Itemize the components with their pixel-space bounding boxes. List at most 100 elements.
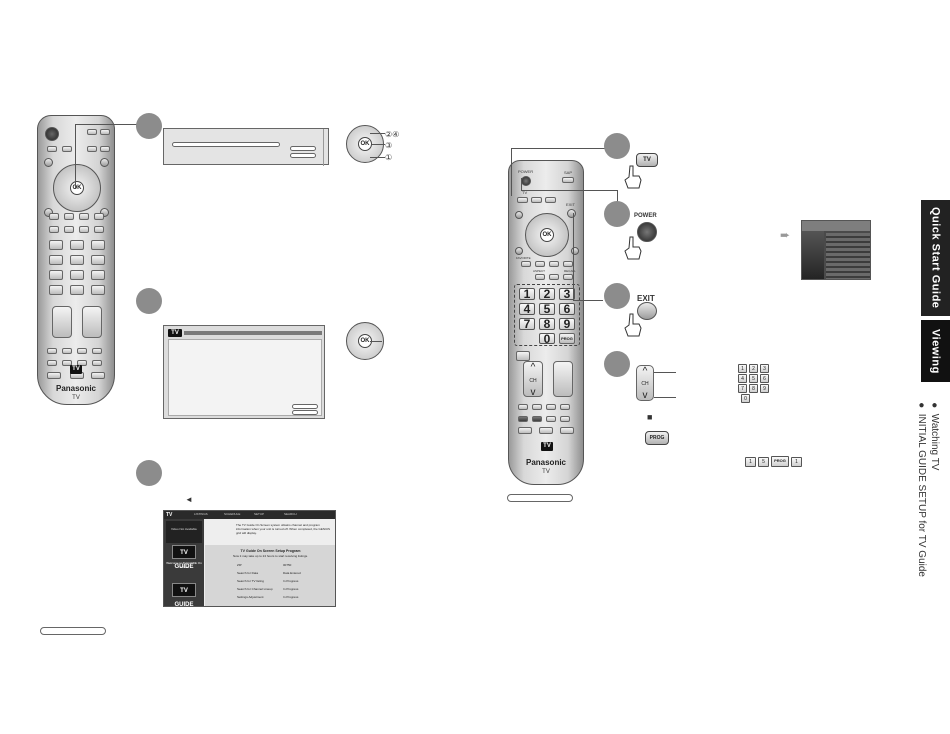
ok-button[interactable]: OK — [70, 181, 84, 195]
sap-button[interactable] — [562, 177, 574, 183]
num-key-2[interactable]: 2 — [539, 288, 555, 300]
num-key-0[interactable] — [70, 285, 84, 295]
num-key-4[interactable]: 4 — [519, 303, 535, 315]
sidebar-bullet-initial-guide-setup: ● INITIAL GUIDE SETUP for TV Guide — [916, 400, 927, 577]
aspect-button[interactable] — [535, 274, 545, 280]
lower-button-7[interactable] — [77, 360, 87, 366]
dpad[interactable] — [53, 164, 101, 212]
corner-button-tr[interactable] — [100, 158, 109, 167]
tv-guide-screen: TV LISTINGS SCHEDULE SETUP SEARCH Video … — [163, 510, 336, 607]
lower-button-6[interactable] — [560, 416, 570, 422]
lower-button-4[interactable] — [92, 348, 102, 354]
tv-logo: TV — [541, 442, 553, 451]
lower-button-1[interactable] — [518, 404, 528, 410]
keypad-side-button[interactable] — [516, 351, 530, 361]
rewind-button[interactable] — [518, 416, 528, 422]
ok-button[interactable]: OK — [540, 228, 554, 242]
num-key-6[interactable]: 6 — [559, 303, 575, 315]
num-key-extra-l[interactable] — [49, 285, 63, 295]
menu-bar — [172, 142, 280, 147]
remote-model: TV — [72, 395, 80, 401]
num-key-4[interactable] — [49, 255, 63, 265]
mid-button-1[interactable] — [49, 213, 59, 220]
mid-button-8[interactable] — [94, 226, 104, 233]
num-key-1[interactable] — [49, 240, 63, 250]
step-circle-3 — [604, 283, 630, 309]
quick-start-guide-tab[interactable]: Quick Start Guide — [921, 200, 950, 316]
volume-rocker[interactable] — [553, 361, 573, 397]
lower-button-7[interactable] — [518, 427, 532, 434]
mid-button-5[interactable] — [49, 226, 59, 233]
lower-button-5[interactable] — [47, 360, 57, 366]
power-button[interactable] — [45, 127, 59, 141]
lower-button-9[interactable] — [47, 372, 61, 379]
lower-button-3[interactable] — [77, 348, 87, 354]
corner-button-bl[interactable] — [44, 208, 53, 217]
corner-button-bl[interactable] — [515, 247, 523, 255]
num-key-8[interactable] — [70, 270, 84, 280]
top-button-4[interactable] — [62, 146, 72, 152]
tv-button[interactable] — [517, 197, 528, 203]
num-key-9[interactable]: 9 — [559, 318, 575, 330]
fav-button-4[interactable] — [563, 261, 573, 267]
num-key-extra-r[interactable] — [91, 285, 105, 295]
keypad-key-5: 5 — [749, 374, 758, 383]
fav-button-1[interactable] — [521, 261, 531, 267]
top-button-6[interactable] — [100, 146, 110, 152]
lower-button-9[interactable] — [560, 427, 574, 434]
lower-button-3[interactable] — [546, 404, 556, 410]
hand-pointer-icon — [624, 165, 642, 189]
input-button[interactable] — [531, 197, 542, 203]
mid-button-4[interactable] — [94, 213, 104, 220]
num-key-8[interactable]: 8 — [539, 318, 555, 330]
fav-button-2[interactable] — [535, 261, 545, 267]
num-key-7[interactable]: 7 — [519, 318, 535, 330]
exit-button[interactable] — [567, 209, 576, 218]
connector-line — [573, 213, 574, 300]
top-button-3[interactable] — [47, 146, 57, 152]
mid-button-7[interactable] — [79, 226, 89, 233]
num-key-7[interactable] — [49, 270, 63, 280]
volume-rocker[interactable] — [52, 306, 72, 338]
lower-button-5[interactable] — [546, 416, 556, 422]
lower-button-1[interactable] — [47, 348, 57, 354]
ffwd-button[interactable] — [532, 416, 542, 422]
corner-button-tl[interactable] — [44, 158, 53, 167]
channel-rocker[interactable] — [82, 306, 102, 338]
lower-button-2[interactable] — [532, 404, 542, 410]
recall-button[interactable] — [563, 274, 573, 280]
lower-button-2[interactable] — [62, 348, 72, 354]
setup-row: Search for Data — [237, 571, 259, 575]
num-key-9[interactable] — [91, 270, 105, 280]
lower-button-11[interactable] — [91, 372, 105, 379]
corner-button-tl[interactable] — [515, 211, 523, 219]
mid-button-3[interactable] — [79, 213, 89, 220]
viewing-tab[interactable]: Viewing — [921, 320, 950, 382]
lower-button-4[interactable] — [560, 404, 570, 410]
num-key-5[interactable]: 5 — [539, 303, 555, 315]
power-button[interactable] — [521, 176, 531, 186]
lower-button-8[interactable] — [539, 427, 553, 434]
num-key-6[interactable] — [91, 255, 105, 265]
mid-button-2[interactable] — [64, 213, 74, 220]
top-button-1[interactable] — [87, 129, 97, 135]
num-key-0[interactable]: 0 — [539, 333, 555, 345]
mid-button[interactable] — [549, 274, 559, 280]
corner-button-br[interactable] — [571, 247, 579, 255]
fav-button-3[interactable] — [549, 261, 559, 267]
corner-button-br[interactable] — [100, 208, 109, 217]
guide-button[interactable] — [545, 197, 556, 203]
num-key-5[interactable] — [70, 255, 84, 265]
screen-button-a — [292, 404, 318, 409]
lower-button-6[interactable] — [62, 360, 72, 366]
num-key-3[interactable] — [91, 240, 105, 250]
prog-button[interactable]: PROG — [559, 333, 575, 344]
lower-button-8[interactable] — [92, 360, 102, 366]
num-key-2[interactable] — [70, 240, 84, 250]
num-key-3[interactable]: 3 — [559, 288, 575, 300]
mid-button-6[interactable] — [64, 226, 74, 233]
num-key-1[interactable]: 1 — [519, 288, 535, 300]
top-button-2[interactable] — [100, 129, 110, 135]
top-button-5[interactable] — [87, 146, 97, 152]
